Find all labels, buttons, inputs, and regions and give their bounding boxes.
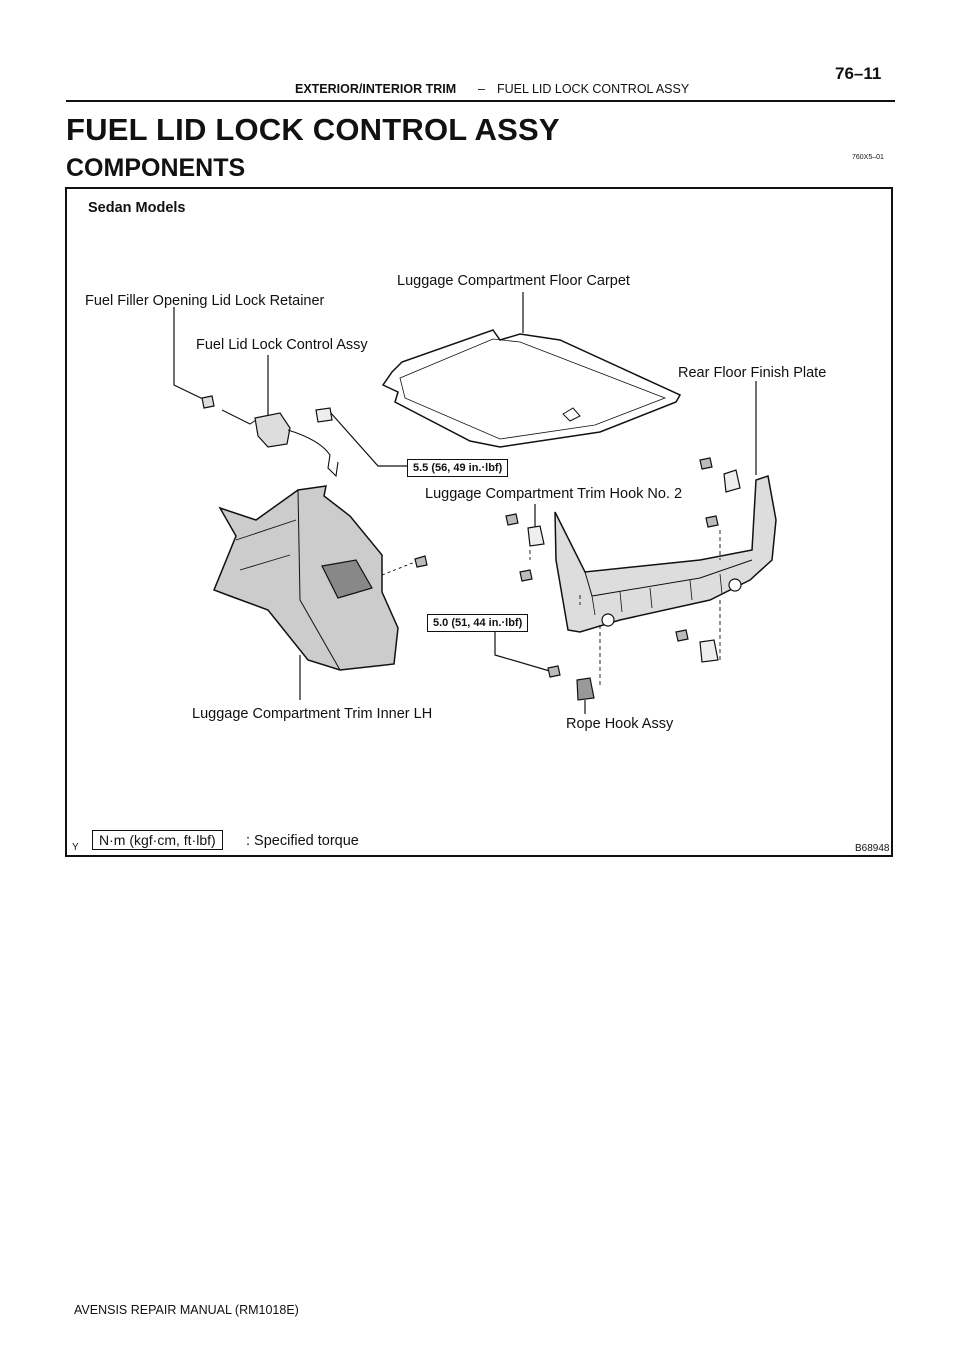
figure-frame xyxy=(65,187,893,857)
floor-carpet-label: Luggage Compartment Floor Carpet xyxy=(397,273,630,289)
page-number: 76–11 xyxy=(835,64,882,83)
page-title: FUEL LID LOCK CONTROL ASSY xyxy=(66,112,560,147)
fuel-filler-retainer-label: Fuel Filler Opening Lid Lock Retainer xyxy=(85,293,325,309)
legend-unit-box: N·m (kgf·cm, ft·lbf) xyxy=(92,830,223,850)
rope-hook-label: Rope Hook Assy xyxy=(566,716,674,732)
figure-code: 760X5–01 xyxy=(852,154,884,161)
section-heading: COMPONENTS xyxy=(66,154,246,182)
header-rule xyxy=(66,100,895,102)
trim-inner-label: Luggage Compartment Trim Inner LH xyxy=(192,706,433,722)
header-separator: – xyxy=(478,82,485,96)
lock-control-label: Fuel Lid Lock Control Assy xyxy=(196,337,368,353)
footer: AVENSIS REPAIR MANUAL (RM1018E) xyxy=(74,1303,299,1317)
header-title: FUEL LID LOCK CONTROL ASSY xyxy=(497,82,690,96)
rear-floor-plate-label: Rear Floor Finish Plate xyxy=(678,365,827,381)
torque-spec-1: 5.5 (56, 49 in.·lbf) xyxy=(407,459,509,477)
image-code: B68948 xyxy=(855,843,890,854)
legend-text: : Specified torque xyxy=(246,833,359,849)
legend-marker: Y xyxy=(72,842,79,853)
torque-spec-2: 5.0 (51, 44 in.·lbf) xyxy=(427,614,529,632)
model-label: Sedan Models xyxy=(88,200,186,216)
trim-hook-label: Luggage Compartment Trim Hook No. 2 xyxy=(425,486,683,502)
header-section: EXTERIOR/INTERIOR TRIM xyxy=(295,82,457,96)
